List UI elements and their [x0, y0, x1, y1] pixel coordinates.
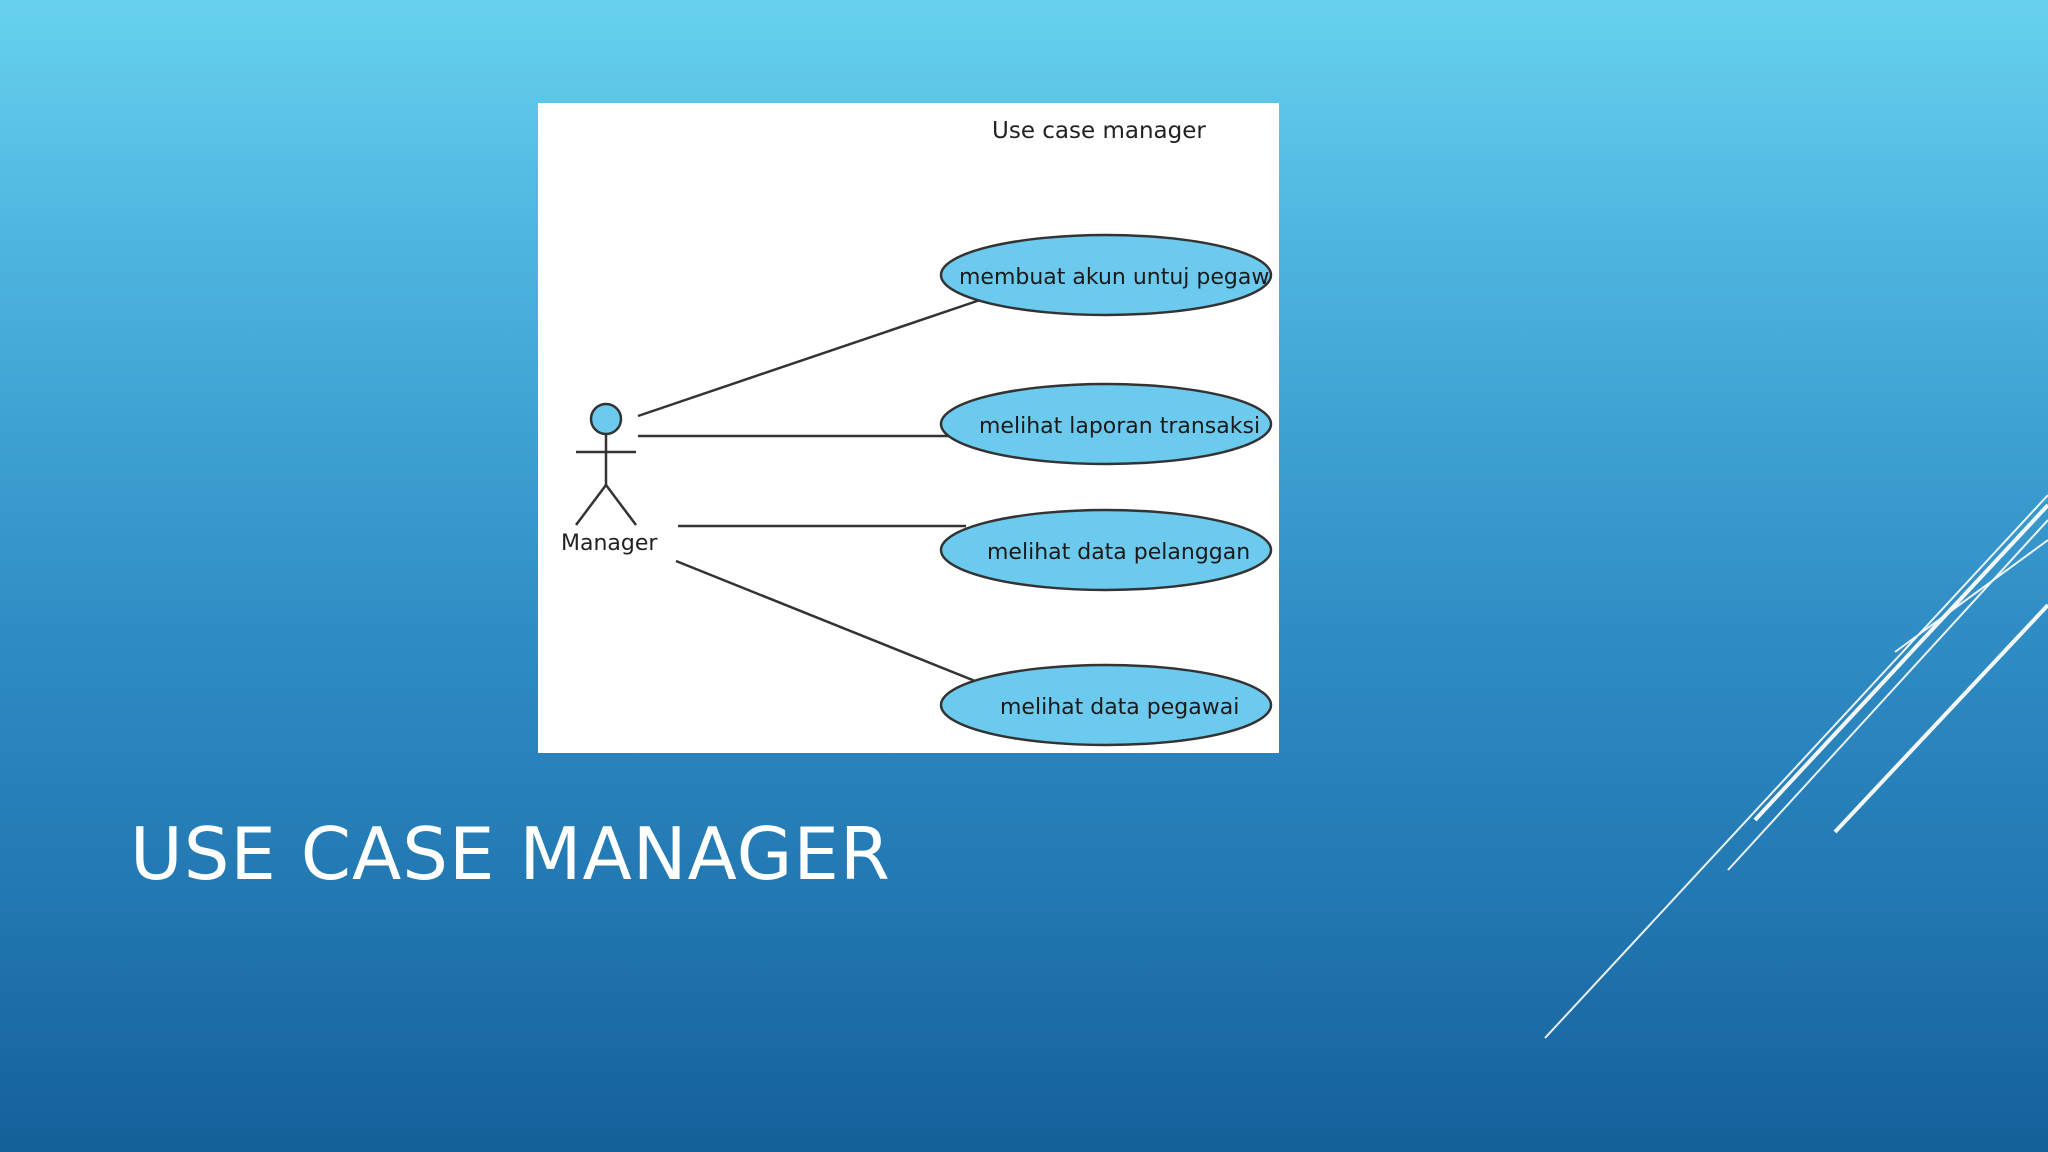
decor-line-3: [1727, 519, 2048, 871]
use-case-4: melihat data pegawai: [939, 663, 1273, 747]
association-line-1: [637, 297, 984, 418]
use-case-label-1: membuat akun untuj pegaw: [959, 265, 1269, 290]
association-line-4: [675, 559, 981, 685]
decor-line-1: [1544, 494, 2048, 1039]
use-case-2: melihat laporan transaksi: [939, 382, 1273, 466]
use-case-label-4: melihat data pegawai: [1000, 695, 1239, 720]
use-case-3: melihat data pelanggan: [939, 508, 1273, 592]
decor-line-2: [1753, 503, 2048, 822]
use-case-1: membuat akun untuj pegaw: [939, 233, 1273, 317]
slide-title: Use Case Manager: [130, 812, 891, 896]
use-case-label-3: melihat data pelanggan: [987, 540, 1250, 565]
actor-figure: [575, 402, 637, 526]
actor-head: [589, 402, 623, 436]
actor-leg-left: [575, 484, 607, 526]
diagram-title: Use case manager: [992, 118, 1206, 144]
decor-line-5: [1894, 539, 2048, 653]
actor-leg-right: [605, 484, 637, 526]
actor-label: Manager: [561, 531, 658, 556]
decor-line-4: [1833, 603, 2048, 834]
use-case-diagram: Use case manager Manager membuat akun un…: [538, 103, 1279, 753]
use-case-label-2: melihat laporan transaksi: [979, 414, 1260, 439]
